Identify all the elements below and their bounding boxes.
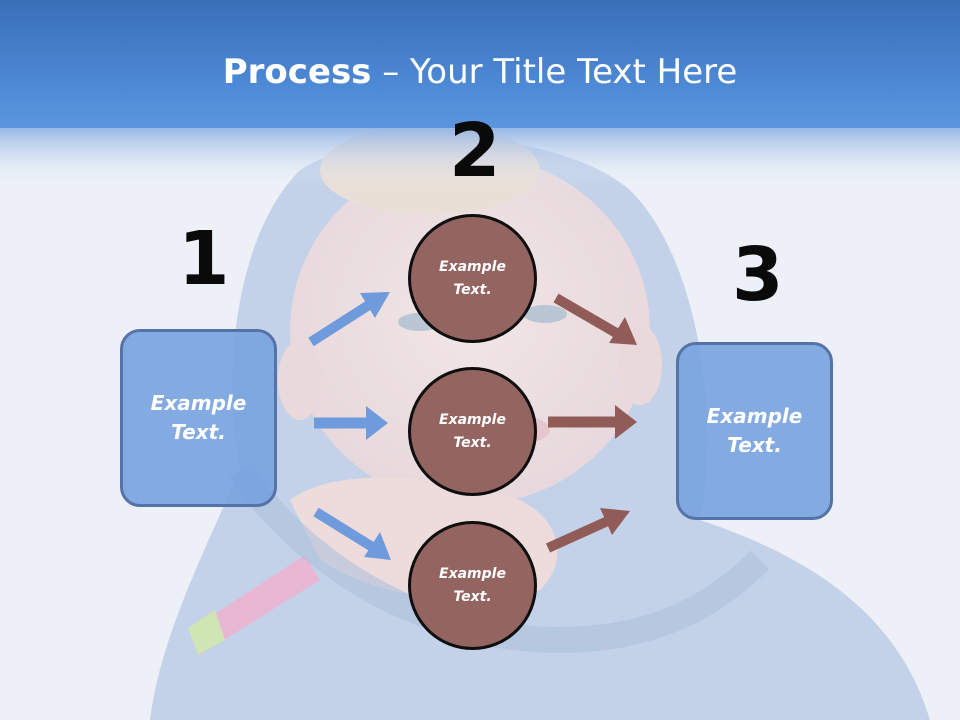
left-text-box: Example Text. [120, 329, 277, 507]
blue-arrow-down [313, 507, 391, 560]
right-box-text: Example Text. [706, 404, 803, 457]
step-number-2: 2 [449, 108, 501, 194]
right-text-box: Example Text. [676, 342, 833, 520]
circle-bottom: Example Text. [408, 521, 537, 650]
title-bold: Process [222, 52, 372, 92]
circle-top-text: Example Text. [439, 258, 506, 298]
step-number-3: 3 [732, 232, 784, 318]
circle-bottom-text: Example Text. [439, 565, 506, 605]
circle-top: Example Text. [408, 214, 537, 343]
brown-arrow-middle [548, 405, 637, 439]
circle-middle: Example Text. [408, 367, 537, 496]
left-box-text: Example Text. [150, 391, 247, 444]
page-title: Process – Your Title Text Here [0, 52, 960, 92]
blue-arrow-up [308, 292, 390, 347]
blue-arrow-middle [314, 406, 388, 440]
title-rest: – Your Title Text Here [371, 52, 738, 92]
step-number-1: 1 [178, 216, 230, 302]
brown-arrow-down [553, 293, 637, 345]
circle-middle-text: Example Text. [439, 411, 506, 451]
brown-arrow-up [545, 508, 630, 553]
